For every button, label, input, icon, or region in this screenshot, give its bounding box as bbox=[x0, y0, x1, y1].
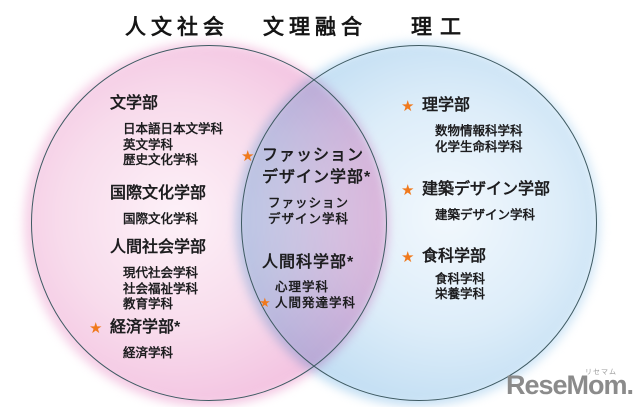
department-list: 現代社会学科 社会福祉学科 教育学科 bbox=[110, 266, 223, 313]
faculty-name-text: 理学部 bbox=[422, 97, 471, 114]
department: 歴史文化学科 bbox=[123, 153, 223, 169]
department-list: 建築デザイン学科 bbox=[422, 208, 550, 224]
department: 社会福祉学科 bbox=[123, 282, 223, 298]
department-text: 教育学科 bbox=[123, 297, 174, 311]
faculty-name-text: 国際文化学部 bbox=[110, 184, 207, 202]
department-text: 日本語日本文学科 bbox=[123, 122, 224, 136]
department: 食科学科 bbox=[435, 272, 550, 288]
department-text: 建築デザイン学科 bbox=[435, 208, 536, 222]
header-science: 理工 bbox=[411, 16, 469, 39]
department-text: 心理学科 bbox=[275, 280, 330, 294]
fusion-column: ★ ファッション デザイン学部* ファッション デザイン学科 人間科学部* 心理学… bbox=[241, 145, 372, 311]
faculty-name: ★ 理学部 bbox=[401, 97, 550, 115]
faculty-block-letters: 文学部 日本語日本文学科 英文学科 歴史文化学科 bbox=[110, 95, 223, 169]
logo-ruby-text: リセマム bbox=[585, 369, 617, 376]
department: 建築デザイン学科 bbox=[435, 208, 550, 224]
department-text: 現代社会学科 bbox=[123, 266, 199, 280]
faculty-name-text: ファッション デザイン学部* bbox=[262, 147, 372, 186]
star-icon: ★ bbox=[401, 98, 415, 115]
department: 数物情報科学科 bbox=[435, 124, 550, 140]
faculty-name: ★ 食科学部 bbox=[401, 247, 550, 266]
star-icon: ★ bbox=[259, 295, 272, 310]
department-list: 経済学科 bbox=[110, 346, 223, 362]
star-icon: ★ bbox=[89, 319, 103, 337]
department-list: 国際文化学科 bbox=[110, 212, 223, 228]
department-list: 数物情報科学科 化学生命科学科 bbox=[422, 124, 550, 155]
header-humanities: 人文社会 bbox=[125, 16, 229, 39]
science-circle bbox=[241, 45, 597, 401]
department-text: 経済学科 bbox=[123, 345, 174, 360]
department-text: 歴史文化学科 bbox=[123, 153, 199, 167]
department-list: ファッション デザイン学科 bbox=[262, 195, 371, 227]
department-list: 日本語日本文学科 英文学科 歴史文化学科 bbox=[110, 122, 223, 169]
star-icon: ★ bbox=[241, 148, 256, 165]
department: 経済学科 bbox=[123, 346, 223, 362]
faculty-block-science: ★ 理学部 数物情報科学科 化学生命科学科 bbox=[401, 97, 550, 155]
faculty-block-intl-culture: 国際文化学部 国際文化学科 bbox=[110, 185, 223, 228]
department: ファッション デザイン学科 bbox=[268, 195, 371, 227]
department-text: 人間発達学科 bbox=[275, 296, 357, 310]
department-text: 英文学科 bbox=[123, 137, 174, 152]
department-list: 食科学科 栄養学科 bbox=[422, 272, 550, 303]
faculty-name: ★ 経済学部* bbox=[89, 318, 223, 337]
department-text: 食科学科 bbox=[435, 271, 486, 286]
faculty-name: 文学部 bbox=[110, 95, 223, 113]
faculty-name-text: 人間科学部* bbox=[262, 254, 355, 271]
humanities-column: 文学部 日本語日本文学科 英文学科 歴史文化学科 国際文化学部 国際文化学科 人… bbox=[89, 95, 223, 362]
department-text: ファッション デザイン学科 bbox=[268, 196, 350, 226]
faculty-name-text: 経済学部* bbox=[110, 318, 181, 336]
faculty-block-food-science: ★ 食科学部 食科学科 栄養学科 bbox=[401, 247, 550, 303]
faculty-name: 人間社会学部 bbox=[110, 239, 223, 257]
logo-text: ReseMom. bbox=[505, 370, 634, 400]
faculty-name-text: 食科学部 bbox=[422, 247, 487, 265]
star-icon: ★ bbox=[401, 248, 415, 266]
faculty-block-fashion-design: ★ ファッション デザイン学部* ファッション デザイン学科 bbox=[241, 145, 372, 227]
faculty-name-text: 人間社会学部 bbox=[110, 239, 207, 256]
header-fusion: 文理融合 bbox=[263, 16, 367, 39]
faculty-block-human-society: 人間社会学部 現代社会学科 社会福祉学科 教育学科 bbox=[110, 239, 223, 313]
star-icon: ★ bbox=[401, 182, 415, 199]
department: 心理学科 bbox=[275, 279, 371, 295]
department-list: 心理学科 ★人間発達学科 bbox=[259, 279, 371, 311]
faculty-block-architecture: ★ 建築デザイン学部 建築デザイン学科 bbox=[401, 181, 551, 224]
department: 国際文化学科 bbox=[123, 212, 223, 228]
department-text: 社会福祉学科 bbox=[123, 281, 199, 296]
department: 日本語日本文学科 bbox=[123, 122, 223, 138]
faculty-name: ★ ファッション デザイン学部* bbox=[241, 145, 372, 189]
department-text: 国際文化学科 bbox=[123, 211, 199, 226]
department: ★人間発達学科 bbox=[259, 295, 371, 311]
faculty-block-human-science: 人間科学部* 心理学科 ★人間発達学科 bbox=[259, 252, 371, 311]
science-column: ★理学部 数物情報科学科 化学生命科学科 ★建築デザイン学部 建築デザイン学科 … bbox=[401, 97, 551, 303]
faculty-name: 人間科学部* bbox=[262, 252, 371, 274]
faculty-name-text: 建築デザイン学部 bbox=[422, 181, 551, 198]
department: 英文学科 bbox=[123, 138, 223, 154]
department-text: 化学生命科学科 bbox=[435, 139, 523, 154]
department-text: 栄養学科 bbox=[435, 287, 486, 301]
faculty-name: 国際文化学部 bbox=[110, 185, 223, 203]
department: 栄養学科 bbox=[435, 287, 550, 303]
resemom-logo: リセマム ReseMom. bbox=[505, 369, 634, 401]
faculty-name: ★ 建築デザイン学部 bbox=[401, 181, 551, 199]
department: 現代社会学科 bbox=[123, 266, 223, 282]
department-text: 数物情報科学科 bbox=[435, 124, 523, 138]
faculty-block-economics: ★ 経済学部* 経済学科 bbox=[89, 318, 223, 362]
department: 化学生命科学科 bbox=[435, 140, 550, 156]
faculty-name-text: 文学部 bbox=[110, 95, 159, 112]
department: 教育学科 bbox=[123, 297, 223, 313]
